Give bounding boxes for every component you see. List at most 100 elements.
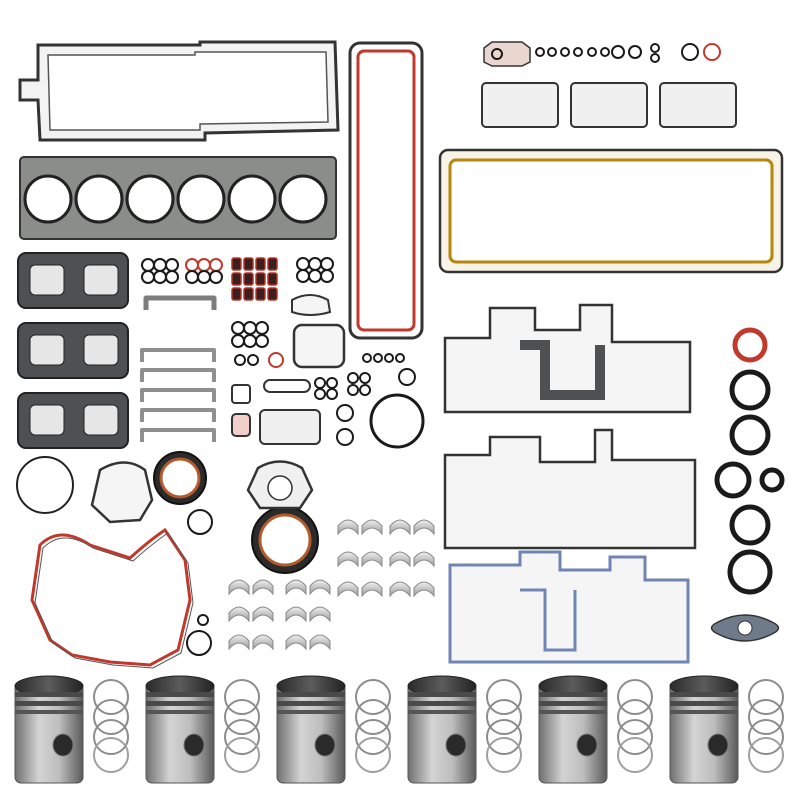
seal-ring xyxy=(727,549,773,595)
o-ring xyxy=(165,270,179,284)
piston-pin-bore xyxy=(576,733,598,757)
bearing-shell xyxy=(285,606,307,623)
bearing-shell xyxy=(389,519,411,536)
o-ring xyxy=(308,269,322,283)
seal-ring xyxy=(759,467,785,493)
exhaust-manifold-gasket xyxy=(17,322,129,379)
bearing-shell xyxy=(413,551,435,568)
piston-pin-bore xyxy=(707,733,729,757)
water-pump-gasket xyxy=(16,456,154,524)
valve-stem-seal xyxy=(255,257,266,271)
piston-ring xyxy=(93,679,129,715)
o-ring xyxy=(535,47,545,57)
valve-stem-seal xyxy=(255,272,266,286)
o-ring xyxy=(547,47,557,57)
piston-ring xyxy=(355,737,391,773)
o-ring xyxy=(197,270,211,284)
cylinder-bore xyxy=(74,174,124,224)
bearing-shell xyxy=(337,551,359,568)
valve-stem-seal xyxy=(267,287,278,301)
bearing-shell xyxy=(228,579,250,596)
o-ring xyxy=(255,321,269,335)
piston-ring xyxy=(748,679,784,715)
piston-ring xyxy=(93,719,129,755)
valve-cover-gasket xyxy=(18,40,340,142)
seal-ring xyxy=(714,461,752,499)
cylinder-bore xyxy=(227,174,277,224)
o-ring xyxy=(703,43,721,61)
cylinder-bore xyxy=(23,174,73,224)
o-ring xyxy=(209,270,223,284)
bearing-shell xyxy=(252,579,274,596)
piston-body xyxy=(407,682,477,784)
piston-ring xyxy=(224,737,260,773)
o-ring xyxy=(197,258,211,272)
piston-ring xyxy=(355,719,391,755)
piston-ring xyxy=(93,737,129,773)
o-ring xyxy=(185,258,199,272)
o-ring xyxy=(141,270,155,284)
piston-body xyxy=(276,682,346,784)
o-ring xyxy=(186,630,212,656)
piston-ring xyxy=(224,679,260,715)
o-ring xyxy=(362,353,372,363)
o-ring xyxy=(573,47,583,57)
o-ring xyxy=(320,257,334,271)
pistons-and-rings xyxy=(14,675,784,784)
valve-stem-seal xyxy=(267,257,278,271)
cylinder-bore xyxy=(176,174,226,224)
bearing-shell xyxy=(252,634,274,651)
o-ring xyxy=(247,354,259,366)
piston-ring xyxy=(617,679,653,715)
o-ring xyxy=(560,47,570,57)
valve-stem-seal xyxy=(267,272,278,286)
bearing-shell xyxy=(361,581,383,598)
o-ring xyxy=(398,368,416,386)
bearing-shell xyxy=(413,581,435,598)
tube-seal-bracket xyxy=(140,428,216,442)
o-ring-assortment xyxy=(141,43,721,656)
o-ring xyxy=(187,509,213,535)
cylinder-bore xyxy=(278,174,328,224)
piston-assembly xyxy=(538,675,653,784)
seal-ring xyxy=(729,369,771,411)
o-ring xyxy=(347,384,359,396)
valve-stem-seal xyxy=(243,257,254,271)
piston-body xyxy=(145,682,215,784)
valve-stem-seal xyxy=(231,287,242,301)
bearing-shell xyxy=(228,606,250,623)
bearing-shell xyxy=(309,634,331,651)
front-cover-gasket xyxy=(30,527,194,669)
o-ring xyxy=(326,377,338,389)
o-ring xyxy=(681,43,699,61)
bearing-shell xyxy=(309,579,331,596)
piston-ring xyxy=(486,679,522,715)
o-ring xyxy=(314,377,326,389)
bearing-shell xyxy=(413,519,435,536)
piston-pin-bore xyxy=(314,733,336,757)
o-ring xyxy=(336,428,354,446)
exhaust-manifold-gaskets xyxy=(17,252,129,449)
right-seal-stack xyxy=(714,327,785,595)
tube-seal-bracket xyxy=(143,295,217,310)
o-ring xyxy=(231,334,245,348)
bearing-shell xyxy=(361,519,383,536)
o-ring xyxy=(491,48,503,60)
o-ring xyxy=(268,352,284,368)
piston-ring xyxy=(486,719,522,755)
valve-stem-seal xyxy=(243,272,254,286)
valve-stem-seal xyxy=(231,257,242,271)
valve-stem-seal xyxy=(231,272,242,286)
o-ring xyxy=(197,614,209,626)
piston-assembly xyxy=(145,675,260,784)
cylinder-head-gasket xyxy=(19,156,337,240)
o-ring xyxy=(153,258,167,272)
small-gasket xyxy=(291,294,332,316)
bearing-shell xyxy=(389,551,411,568)
tube-seal-bracket xyxy=(140,408,216,422)
seal-ring xyxy=(732,327,768,363)
piston-body xyxy=(538,682,608,784)
piston-ring xyxy=(355,679,391,715)
o-ring xyxy=(369,393,425,449)
